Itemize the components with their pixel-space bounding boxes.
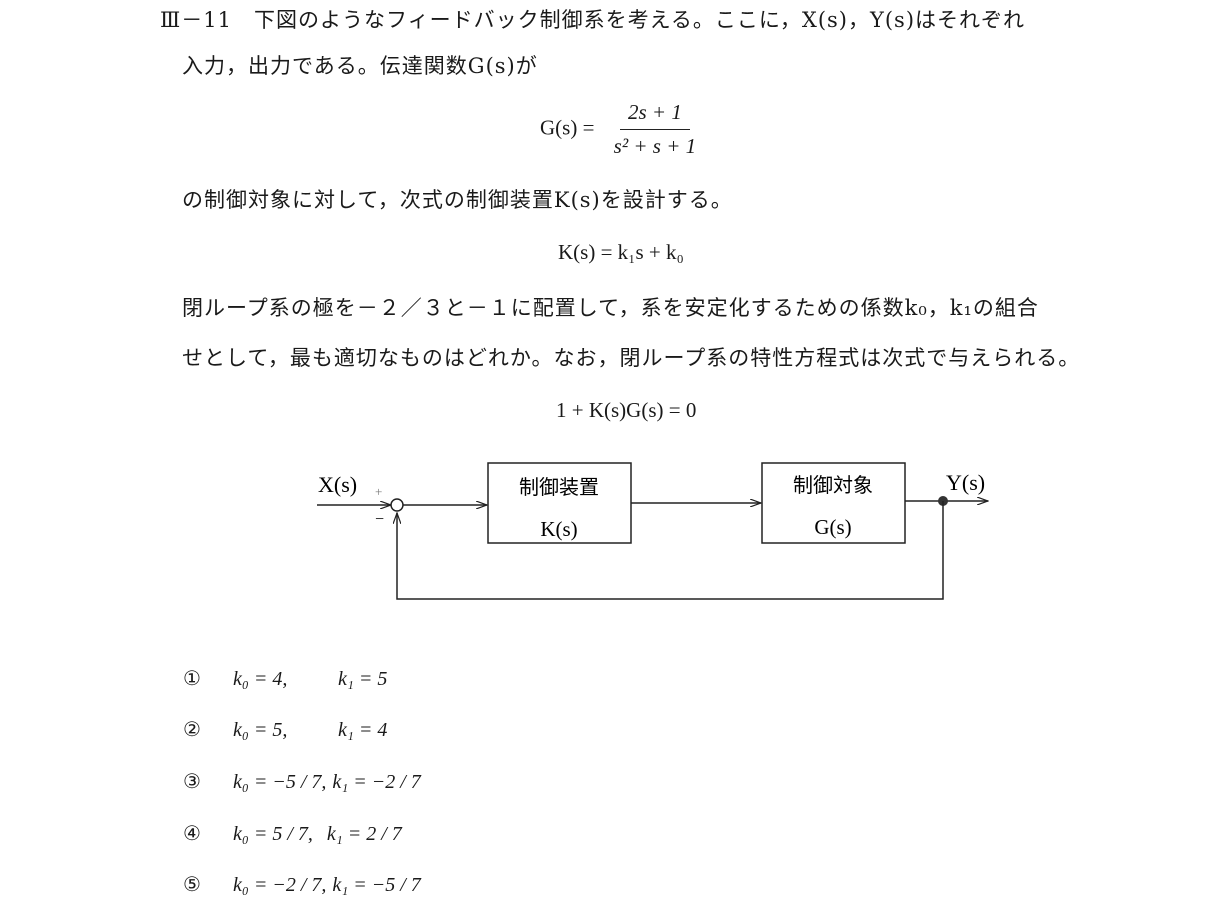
- question-text-line5: せとして，最も適切なものはどれか。なお，閉ループ系の特性方程式は次式で与えられる…: [182, 346, 1081, 370]
- output-label: Y(s): [946, 470, 985, 495]
- g-lhs: G(s) =: [540, 115, 595, 140]
- input-label: X(s): [318, 472, 357, 497]
- option-number: ③: [183, 769, 201, 793]
- g-fraction: 2s + 1 s² + s + 1: [606, 100, 704, 159]
- controller-tf: K(s): [540, 517, 577, 541]
- plant-block: [761, 462, 906, 544]
- transfer-function-g: G(s) = 2s + 1 s² + s + 1: [540, 100, 704, 159]
- option-k0: k₀ = −5 / 7,: [233, 771, 327, 793]
- option-number: ②: [183, 717, 201, 741]
- question-header: Ⅲ－11 下図のようなフィードバック制御系を考える。ここに，X(s)，Y(s)はそ…: [160, 4, 1025, 34]
- option-k0: k₀ = 4,: [233, 668, 288, 690]
- option-k1: k₁ = 5: [338, 668, 388, 690]
- option-k1: k₁ = 2 / 7: [326, 823, 402, 845]
- question-text-line1: 下図のようなフィードバック制御系を考える。ここに，X(s)，Y(s)はそれぞれ: [253, 8, 1026, 32]
- question-text-line3: の制御対象に対して，次式の制御装置K(s)を設計する。: [182, 188, 733, 212]
- question-text-line2: 入力，出力である。伝達関数G(s)が: [182, 54, 538, 78]
- minus-sign: −: [375, 511, 384, 528]
- option-5[interactable]: ⑤ k₀ = −2 / 7,k₁ = −5 / 7: [183, 872, 421, 897]
- plant-tf: G(s): [814, 515, 851, 539]
- controller-block: [487, 462, 632, 544]
- option-4[interactable]: ④ k₀ = 5 / 7, k₁ = 2 / 7: [183, 821, 402, 846]
- option-number: ①: [183, 666, 201, 690]
- question-text-line4: 閉ループ系の極を－２／３と－１に配置して，系を安定化するための係数k₀，k₁の組…: [182, 296, 1039, 320]
- feedback-path: [397, 501, 944, 600]
- option-k1: k₁ = −2 / 7: [332, 771, 421, 793]
- g-numerator: 2s + 1: [619, 100, 690, 130]
- plus-sign: +: [375, 484, 382, 499]
- option-number: ④: [183, 821, 201, 845]
- option-number: ⑤: [183, 872, 201, 896]
- option-1[interactable]: ① k₀ = 4, k₁ = 5: [183, 666, 387, 691]
- controller-title: 制御装置: [519, 476, 599, 499]
- option-k0: k₀ = −2 / 7,: [233, 874, 327, 896]
- option-3[interactable]: ③ k₀ = −5 / 7,k₁ = −2 / 7: [183, 769, 421, 794]
- option-k0: k₀ = 5 / 7,: [233, 823, 313, 845]
- g-denominator: s² + s + 1: [613, 134, 697, 158]
- option-k0: k₀ = 5,: [233, 719, 288, 741]
- question-number: Ⅲ－11: [160, 8, 232, 32]
- option-k1: k₁ = −5 / 7: [332, 874, 421, 896]
- controller-equation: K(s) = k₁s + k₀: [558, 240, 684, 264]
- summing-junction: [390, 498, 404, 512]
- option-2[interactable]: ② k₀ = 5, k₁ = 4: [183, 717, 387, 742]
- plant-title: 制御対象: [793, 474, 873, 497]
- characteristic-equation: 1 + K(s)G(s) = 0: [556, 398, 697, 422]
- option-k1: k₁ = 4: [338, 719, 388, 741]
